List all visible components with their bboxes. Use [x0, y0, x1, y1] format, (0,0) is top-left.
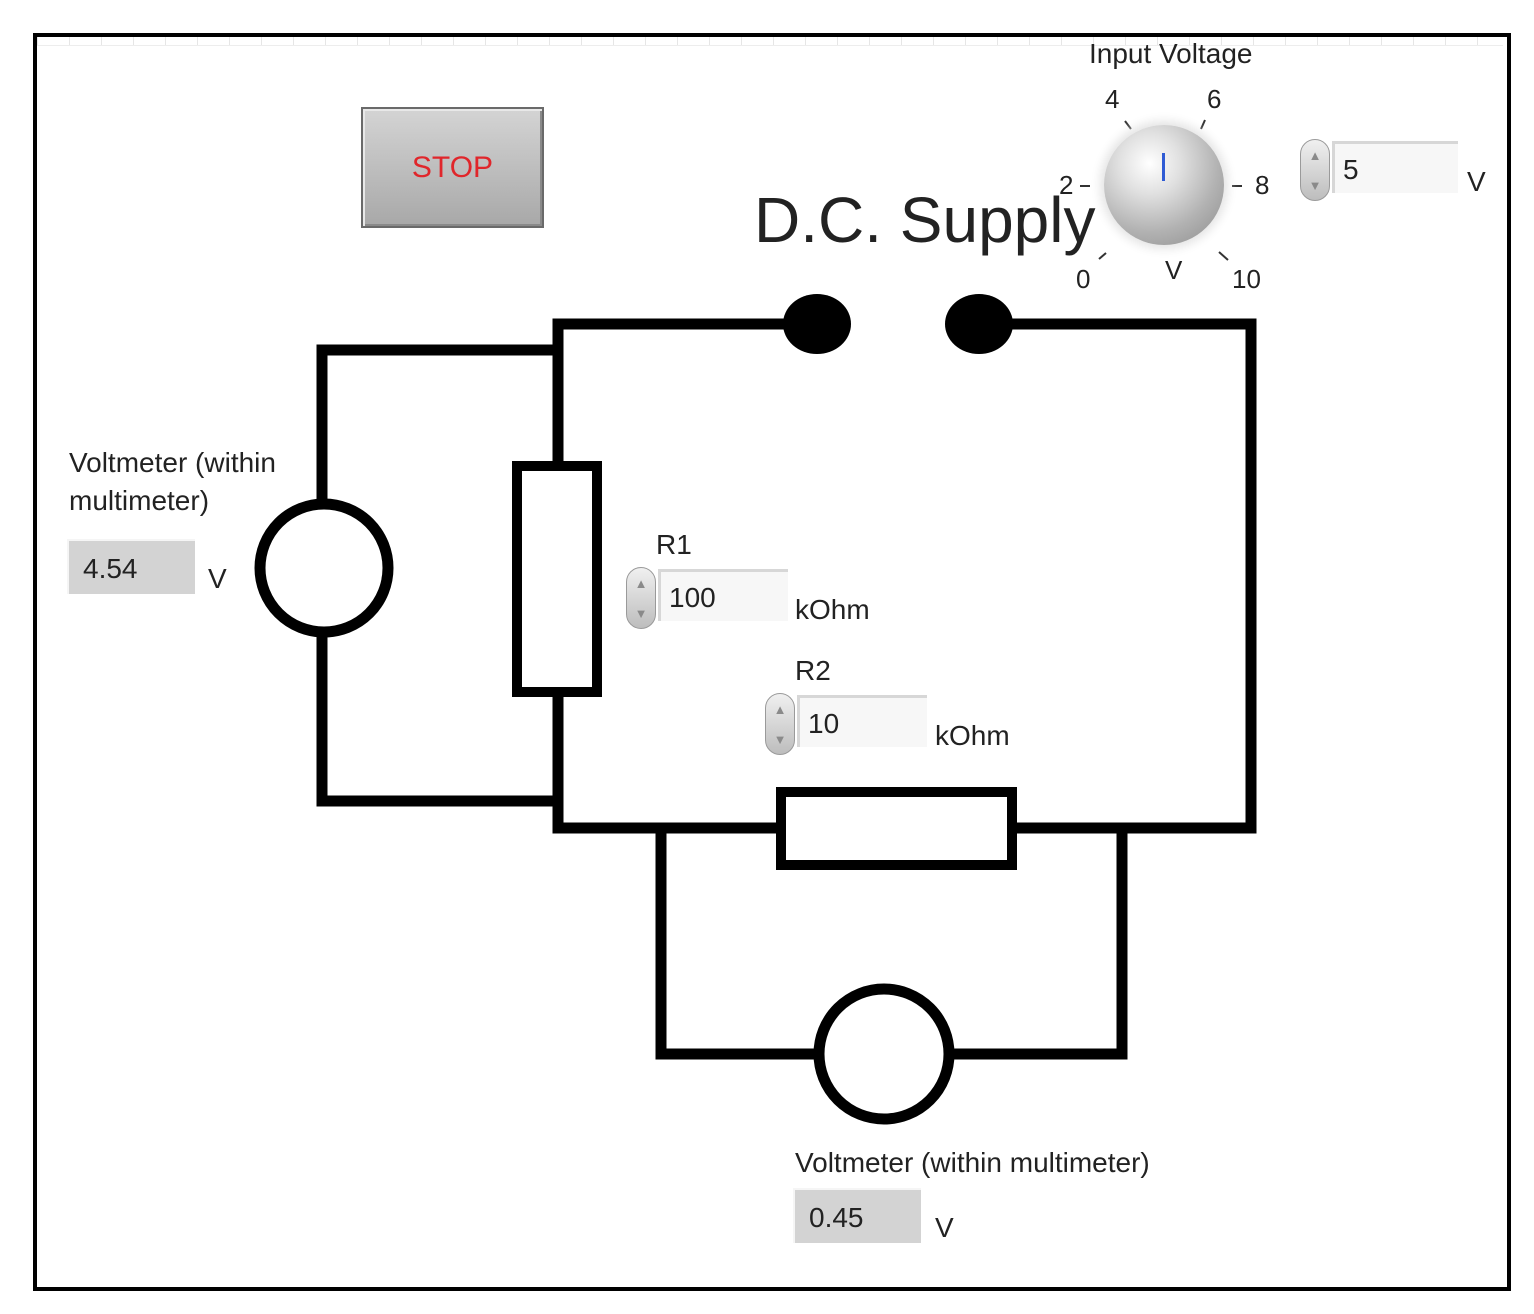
r2-label: R2: [795, 655, 831, 686]
increment-arrow-icon[interactable]: ▲: [634, 575, 648, 591]
knob-scale-marks: [1080, 119, 1242, 261]
decrement-arrow-icon[interactable]: ▼: [1308, 177, 1322, 193]
r1-unit: kOhm: [795, 594, 870, 625]
voltmeter-bottom-unit: V: [935, 1212, 954, 1243]
supply-terminal-positive: [945, 294, 1013, 354]
voltmeter-left-label-line1: Voltmeter (within: [69, 447, 276, 478]
increment-arrow-icon[interactable]: ▲: [1308, 147, 1322, 163]
wire-left-voltmeter-bottom: [316, 628, 564, 807]
wire-bottom-voltmeter-left: [655, 822, 824, 1060]
voltmeter-bottom-symbol: [813, 983, 955, 1125]
r1-label: R1: [656, 529, 692, 560]
decrement-arrow-icon[interactable]: ▼: [773, 731, 787, 747]
knob-tick-0: 0: [1076, 264, 1091, 294]
supply-terminal-negative: [783, 294, 851, 354]
knob-tick-8: 8: [1255, 170, 1270, 200]
r1-field[interactable]: 100: [658, 569, 788, 621]
increment-arrow-icon[interactable]: ▲: [773, 701, 787, 717]
r2-field[interactable]: 10: [797, 695, 927, 747]
r2-unit: kOhm: [935, 720, 1010, 751]
r2-spinner[interactable]: ▲ ▼: [765, 693, 795, 755]
wire-left-voltmeter-top: [316, 344, 564, 508]
wire-r1-bottom: [552, 687, 786, 834]
r1-spinner[interactable]: ▲ ▼: [626, 567, 656, 629]
voltmeter-bottom-label: Voltmeter (within multimeter): [795, 1147, 1150, 1178]
input-voltage-field[interactable]: 5: [1332, 141, 1458, 193]
input-voltage-spinner[interactable]: ▲ ▼: [1300, 139, 1330, 201]
voltmeter-left-label-line2: multimeter): [69, 485, 210, 516]
knob-tick-4: 4: [1105, 84, 1120, 114]
voltmeter-bottom-value: 0.45: [793, 1188, 921, 1243]
knob-tick-6: 6: [1207, 84, 1222, 114]
knob-needle: [1162, 153, 1165, 181]
input-voltage-knob[interactable]: [1104, 125, 1224, 245]
stop-button[interactable]: STOP: [361, 107, 544, 228]
decrement-arrow-icon[interactable]: ▼: [634, 605, 648, 621]
resistor-r2: [776, 787, 1017, 870]
voltmeter-left-unit: V: [208, 563, 227, 594]
stop-button-label: STOP: [411, 150, 494, 184]
dc-supply-title: D.C. Supply: [754, 184, 1096, 256]
knob-unit: V: [1165, 255, 1183, 285]
voltmeter-left-value: 4.54: [67, 539, 195, 594]
knob-tick-10: 10: [1232, 264, 1261, 294]
resistor-r1: [512, 461, 602, 697]
voltmeter-left-symbol: [254, 498, 394, 638]
input-voltage-label: Input Voltage: [1089, 38, 1253, 69]
wire-bottom-voltmeter-right: [944, 822, 1128, 1060]
panel-ruler: [37, 37, 1503, 46]
front-panel: [33, 33, 1511, 1291]
wire-top-right: [972, 318, 1257, 834]
input-voltage-unit: V: [1467, 166, 1486, 197]
knob-tick-2: 2: [1059, 170, 1074, 200]
